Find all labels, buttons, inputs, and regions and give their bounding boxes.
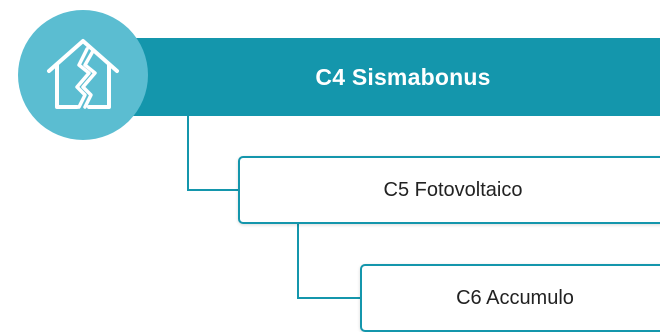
- item-box-c6: C6 Accumulo: [360, 264, 660, 332]
- header-bar: C4 Sismabonus: [96, 38, 660, 116]
- item-label-c5: C5 Fotovoltaico: [383, 178, 523, 201]
- item-box-c5: C5 Fotovoltaico: [238, 156, 660, 224]
- item-label-c6: C6 Accumulo: [456, 286, 574, 309]
- connector-c5-to-c6: [297, 224, 360, 299]
- connector-c4-to-c5: [187, 112, 238, 191]
- cracked-house-icon: [47, 39, 119, 109]
- icon-badge: [18, 10, 148, 140]
- header-title: C4 Sismabonus: [315, 63, 491, 90]
